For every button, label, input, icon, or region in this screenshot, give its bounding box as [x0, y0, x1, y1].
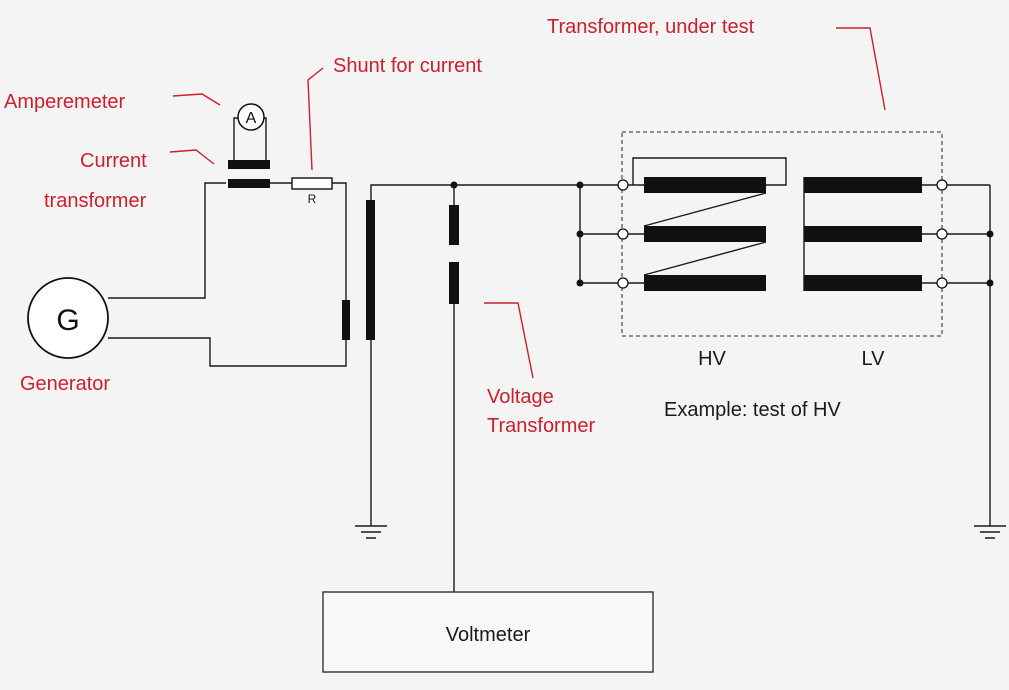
ct-winding-bottom [228, 179, 270, 188]
ground-icon [355, 525, 387, 539]
ammeter: A [237, 103, 265, 131]
voltmeter: Voltmeter [322, 591, 654, 673]
ct-winding-top [228, 160, 270, 169]
hv-winding-1 [644, 177, 766, 193]
current-transformer-label-line1: Current [80, 150, 147, 172]
generator-label: Generator [20, 373, 110, 395]
hv-bus-wire [370, 184, 577, 200]
shunt-to-coil-wire [332, 182, 347, 300]
hv-label: HV [698, 348, 726, 370]
generator-lower-wire [108, 337, 347, 367]
hv-winding-3 [644, 275, 766, 291]
shunt-leader [307, 67, 324, 171]
lv-junction-mid [986, 230, 994, 238]
generator-letter: G [56, 304, 79, 337]
lv-winding-1 [804, 177, 922, 193]
generator-circuit [108, 182, 347, 367]
hv-terminal-1 [617, 179, 629, 191]
shunt-label: Shunt for current [333, 55, 482, 77]
hv-winding-leads [628, 184, 644, 284]
voltmeter-box [322, 591, 654, 673]
ground-icon-right [974, 525, 1006, 539]
ground-symbol-left [355, 525, 387, 539]
hv-delta-top-link [632, 157, 787, 186]
resistor-symbol [291, 177, 333, 190]
step-up-secondary [366, 200, 375, 340]
voltage-transformer-label-line2: Transformer [487, 415, 596, 437]
lv-junction-bottom [986, 279, 994, 287]
hv-connection [576, 181, 618, 287]
example-label: Example: test of HV [664, 399, 841, 421]
hv-terminal-leads [580, 184, 618, 284]
lv-terminal-3 [936, 277, 948, 289]
voltage-transformer-leader [484, 302, 534, 379]
transformer-under-test [617, 131, 948, 337]
hv-delta-link-1 [643, 192, 767, 227]
vt-secondary [449, 262, 459, 304]
winding-labels: HV LV Example: test of HV [664, 348, 885, 421]
amperemeter-label: Amperemeter [4, 91, 125, 113]
lv-short-leads [947, 184, 990, 284]
ammeter-left-wire [233, 117, 240, 160]
voltmeter-label: Voltmeter [446, 624, 531, 646]
step-up-transformer [342, 184, 577, 526]
current-transformer-label-line2: transformer [44, 190, 147, 212]
lv-winding-3 [804, 275, 922, 291]
lv-winding-2 [804, 226, 922, 242]
transformer-leader [836, 27, 886, 111]
lv-label: LV [862, 348, 886, 370]
hv-delta-link-2 [643, 241, 767, 276]
shunt-resistor: R [291, 177, 333, 206]
amperemeter-leader [172, 93, 221, 106]
hv-winding-2 [644, 226, 766, 242]
vt-primary [449, 205, 459, 245]
lv-short-circuit [947, 184, 1006, 539]
annotations: Transformer, under test Shunt for curren… [4, 16, 886, 437]
current-transformer-leader [169, 149, 215, 165]
voltage-transformer [449, 181, 459, 592]
voltage-transformer-label-line1: Voltage [487, 386, 554, 408]
generator-symbol [27, 277, 109, 359]
transformer-under-test-label: Transformer, under test [547, 16, 755, 38]
lv-terminal-2 [936, 228, 948, 240]
ammeter-symbol [237, 103, 265, 131]
generator-upper-wire [108, 182, 226, 299]
hv-terminal-3 [617, 277, 629, 289]
hv-terminal-2 [617, 228, 629, 240]
resistor-label: R [308, 192, 317, 206]
lv-terminal-1 [936, 179, 948, 191]
ammeter-letter: A [246, 110, 257, 127]
step-up-primary [342, 300, 350, 340]
generator: G [27, 277, 109, 359]
lv-winding-leads [922, 184, 937, 284]
